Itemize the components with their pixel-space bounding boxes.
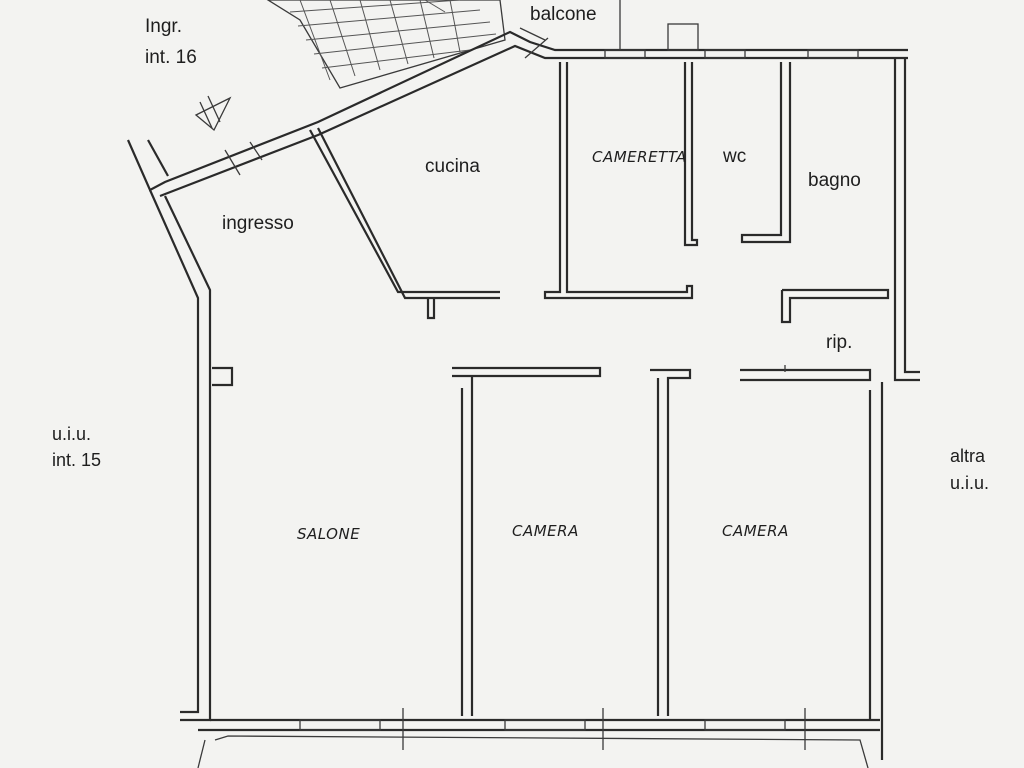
label-altra-uiu: u.i.u. — [950, 473, 989, 493]
label-balcone: balcone — [530, 4, 597, 25]
label-camera-2: CAMERA — [722, 522, 789, 540]
label-salone: SALONE — [297, 525, 360, 543]
north-arrow-icon — [194, 95, 232, 132]
windows-top — [604, 0, 859, 59]
label-bagno: bagno — [808, 170, 861, 191]
label-ingresso: ingresso — [222, 213, 294, 234]
label-ingr: Ingr. — [145, 16, 182, 37]
staircase — [266, 0, 506, 89]
outer-walls — [126, 30, 920, 768]
label-camera-1: CAMERA — [512, 522, 579, 540]
windows-bottom — [299, 708, 806, 750]
label-uiu: u.i.u. — [52, 424, 91, 444]
entrance-door — [224, 27, 549, 176]
label-altra: altra — [950, 446, 986, 466]
label-int-16: int. 16 — [145, 47, 197, 68]
label-rip: rip. — [826, 332, 852, 353]
label-cameretta: CAMERETTA — [592, 148, 687, 166]
room-labels: Ingr. int. 16 balcone cucina CAMERETTA w… — [52, 4, 989, 543]
label-cucina: cucina — [425, 156, 480, 177]
label-int-15: int. 15 — [52, 450, 101, 470]
internal-walls — [212, 62, 890, 716]
label-wc: wc — [722, 146, 746, 167]
